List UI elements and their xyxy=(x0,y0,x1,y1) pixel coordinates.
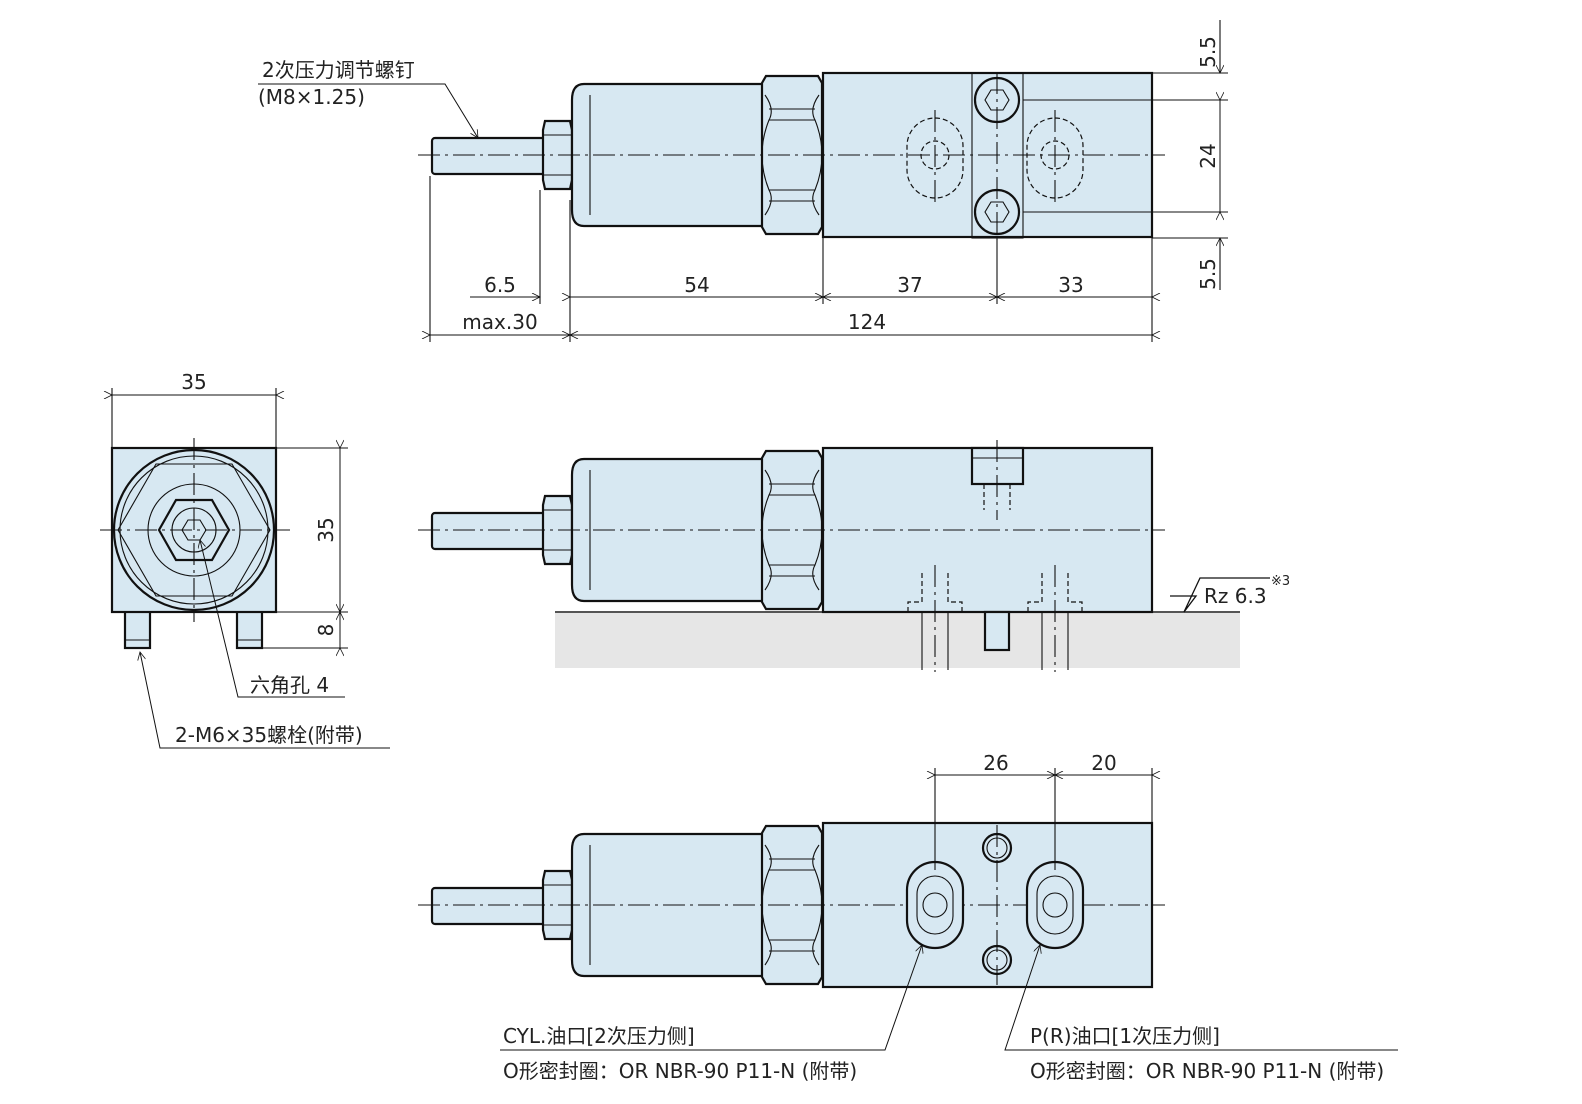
dim-124: 124 xyxy=(848,310,886,334)
top-view: 5.5 24 5.5 6.5 54 37 33 max.30 124 2次压力调… xyxy=(258,20,1228,342)
roughness-value: Rz 6.3 xyxy=(1204,584,1267,608)
p-seal-label: O形密封圈：OR NBR-90 P11-N (附带) xyxy=(1030,1059,1384,1083)
mounting-surface xyxy=(555,612,1240,668)
dim-33: 33 xyxy=(1058,273,1083,297)
side-view: Rz 6.3 ※3 xyxy=(418,440,1290,672)
dim-5-5-bottom: 5.5 xyxy=(1196,258,1220,290)
dim-20: 20 xyxy=(1091,751,1116,775)
cyl-port xyxy=(905,860,965,950)
dim-26: 26 xyxy=(983,751,1008,775)
cyl-port-label: CYL.油口[2次压力侧] xyxy=(503,1024,695,1048)
cyl-seal-label: O形密封圈：OR NBR-90 P11-N (附带) xyxy=(503,1059,857,1083)
dim-37: 37 xyxy=(897,273,922,297)
dim-6-5: 6.5 xyxy=(484,273,516,297)
dim-5-5-top: 5.5 xyxy=(1196,36,1220,68)
p-port-label: P(R)油口[1次压力侧] xyxy=(1030,1024,1220,1048)
dim-54: 54 xyxy=(684,273,709,297)
dim-35-height: 35 xyxy=(314,517,338,542)
dim-8: 8 xyxy=(314,624,338,637)
end-view: 35 35 8 六角孔 4 2-M6×35螺栓(附带) xyxy=(100,370,390,749)
bottom-view: 26 20 CYL.油口[2次压力侧] O形密封圈：OR NBR-90 P11-… xyxy=(418,751,1398,1083)
callout-adjust-screw: 2次压力调节螺钉 xyxy=(262,58,415,82)
dim-max30: max.30 xyxy=(462,310,537,334)
hex-hole-label: 六角孔 4 xyxy=(250,673,329,697)
dim-24: 24 xyxy=(1196,143,1220,168)
p-port xyxy=(1025,860,1085,950)
callout-adjust-screw-size: (M8×1.25) xyxy=(258,85,365,109)
dim-35-width: 35 xyxy=(181,370,206,394)
side-hidden-ports xyxy=(907,565,1083,672)
bolt-label: 2-M6×35螺栓(附带) xyxy=(175,723,363,747)
roughness-note: ※3 xyxy=(1271,574,1290,589)
roughness-symbol: Rz 6.3 ※3 xyxy=(1170,574,1290,613)
